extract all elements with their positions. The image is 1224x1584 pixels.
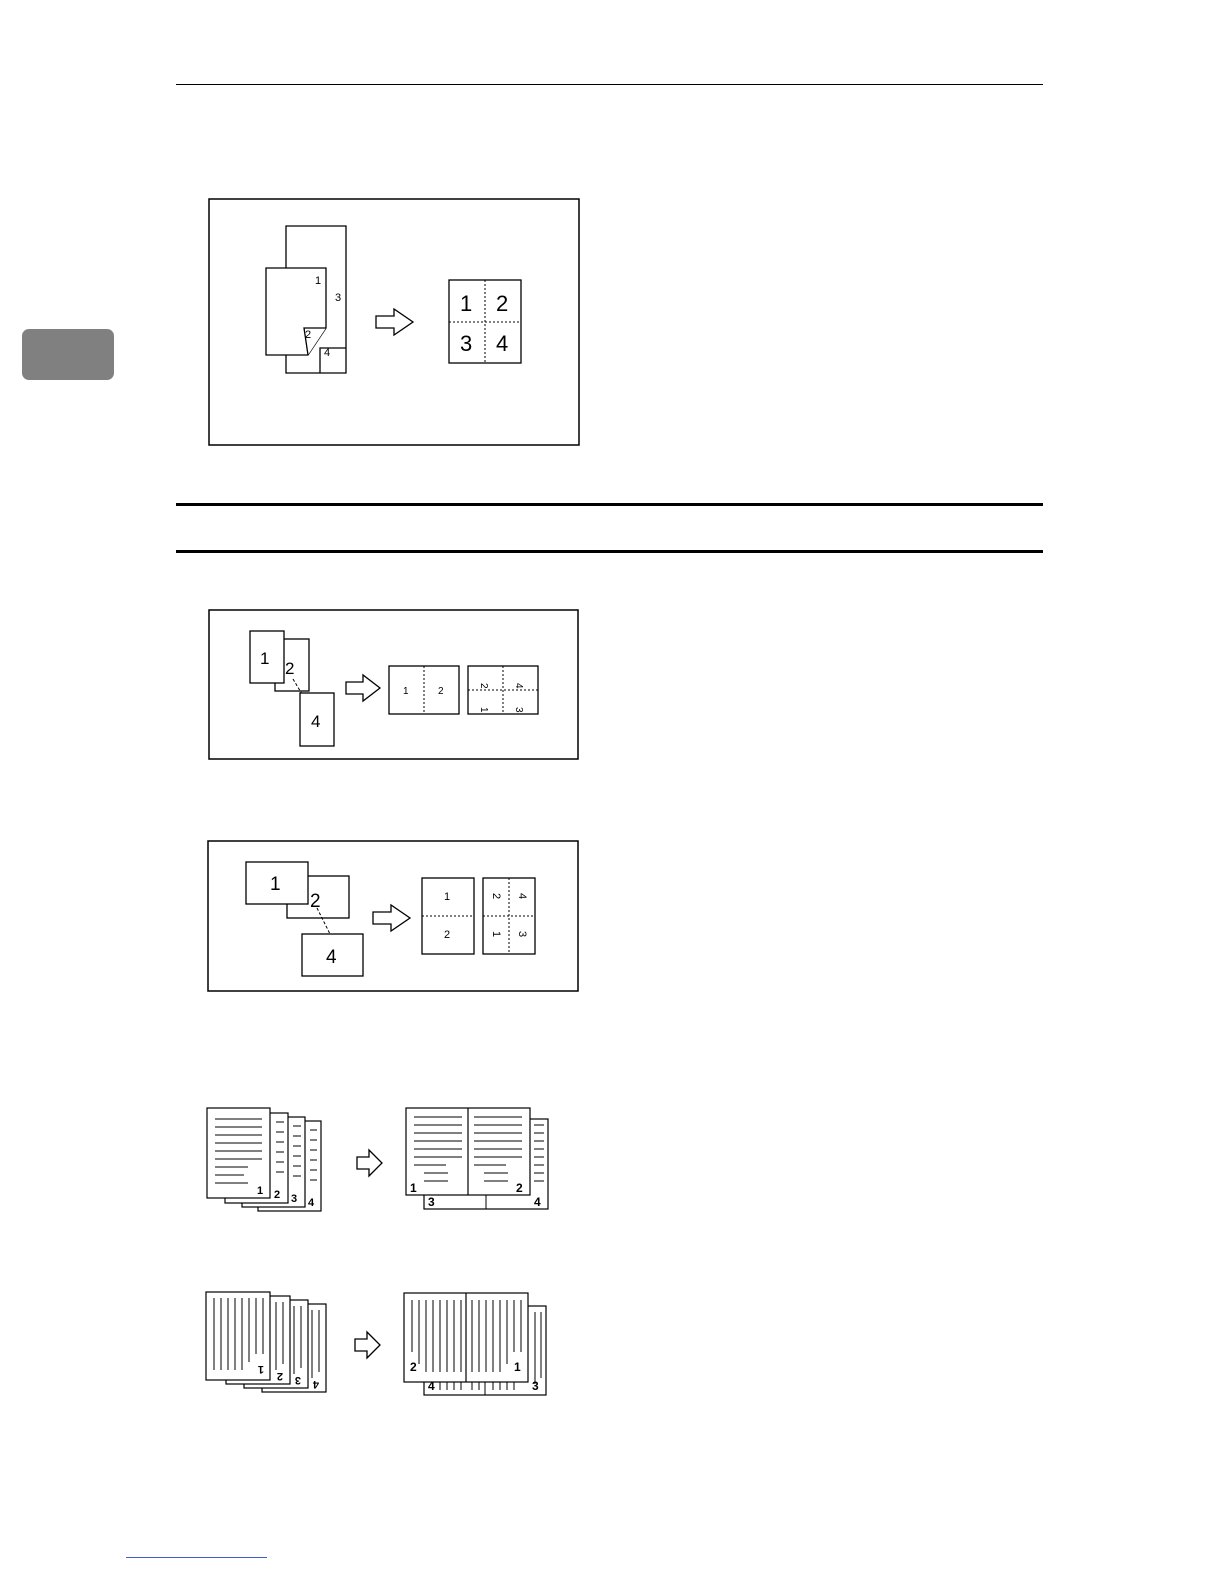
- orig-page-4: 4: [326, 947, 337, 968]
- orig-page-4: 4: [308, 1197, 315, 1209]
- result-4up-page-4: 4: [516, 893, 528, 899]
- result-page-4: 4: [534, 1195, 541, 1209]
- result-page-4: 4: [496, 331, 508, 356]
- result-4up-page-2: 2: [490, 893, 502, 899]
- figure-vertical-text-combine: 1 2 3 4 2 1 4 3: [204, 1290, 552, 1398]
- figure-landscape-combine: 1 2 4 1 2 2 4 1 3: [207, 840, 580, 993]
- chapter-tab: [22, 329, 114, 380]
- orig-page-2: 2: [274, 1189, 280, 1201]
- result-4up-page-1: 1: [478, 707, 489, 713]
- result-page-3: 3: [428, 1195, 435, 1209]
- header-rule: [176, 84, 1043, 85]
- orig-page-1: 1: [270, 874, 281, 895]
- figure-portrait-combine: 1 2 4 1 2 2 4 1 3: [208, 609, 580, 761]
- orig-page-3: 3: [335, 292, 341, 304]
- section-rule-bottom: [176, 550, 1043, 553]
- result-4up-page-1: 1: [490, 931, 502, 937]
- result-page-4: 4: [428, 1379, 435, 1393]
- orig-page-4: 4: [324, 347, 330, 359]
- figure-horizontal-text-combine: 1 2 3 4 1 2 3 4: [204, 1105, 552, 1215]
- orig-page-2: 2: [310, 891, 321, 912]
- arrow-icon: [357, 1150, 382, 1176]
- result-4up-page-3: 3: [513, 707, 524, 713]
- result-4up-page-3: 3: [516, 931, 528, 937]
- arrow-icon: [355, 1332, 380, 1358]
- orig-page-1: 1: [260, 649, 269, 668]
- orig-page-2: 2: [277, 1370, 283, 1382]
- result-page-3: 3: [460, 331, 472, 356]
- orig-page-4: 4: [311, 712, 320, 731]
- result-page-2: 2: [410, 1360, 417, 1374]
- result-page-1: 1: [460, 291, 472, 316]
- orig-page-2: 2: [285, 659, 294, 678]
- result-2up-page-1: 1: [444, 891, 450, 903]
- result-2up-page-1: 1: [403, 686, 409, 697]
- result-page-1: 1: [410, 1181, 417, 1195]
- footer-link-underline: [126, 1557, 267, 1558]
- result-page-1: 1: [514, 1360, 521, 1374]
- result-4up-page-4: 4: [513, 683, 524, 689]
- result-page-2: 2: [516, 1181, 523, 1195]
- orig-page-3: 3: [291, 1193, 297, 1205]
- result-2up-page-2: 2: [444, 929, 450, 941]
- result-2up-page-2: 2: [438, 686, 444, 697]
- result-page-2: 2: [496, 291, 508, 316]
- result-4up-page-2: 2: [478, 683, 489, 689]
- orig-page-3: 3: [295, 1374, 301, 1386]
- orig-page-1: 1: [258, 1363, 264, 1375]
- section-rule-top: [176, 503, 1043, 506]
- orig-page-2: 2: [305, 329, 311, 341]
- orig-page-4: 4: [312, 1378, 319, 1390]
- orig-page-1: 1: [315, 275, 321, 287]
- orig-page-1: 1: [257, 1185, 263, 1197]
- result-page-3: 3: [532, 1379, 539, 1393]
- figure-duplex-combine: 1 3 2 4 1 2 3 4: [208, 198, 581, 447]
